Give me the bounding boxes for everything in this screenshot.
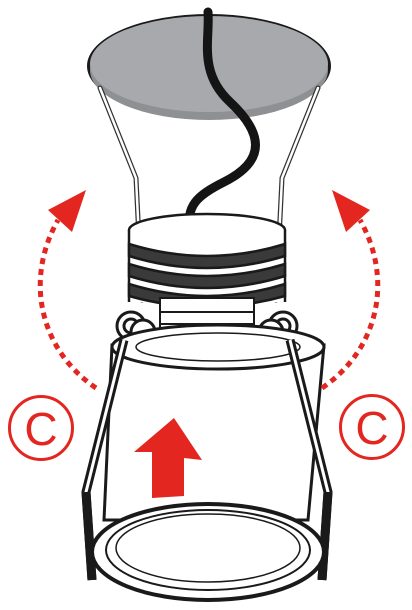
dotted-curved-arrow-icon [37,190,98,391]
step-marker-left: C [8,395,74,461]
trim-ring [90,502,326,602]
dotted-curved-arrow-icon [320,190,381,391]
step-marker-right: C [339,394,405,460]
heatsink [127,212,287,309]
up-arrow-icon [134,418,202,498]
step-marker-left-label: C [24,403,58,455]
power-cable [184,7,260,237]
ceiling-plate [87,14,331,120]
step-marker-right-label: C [355,402,389,454]
